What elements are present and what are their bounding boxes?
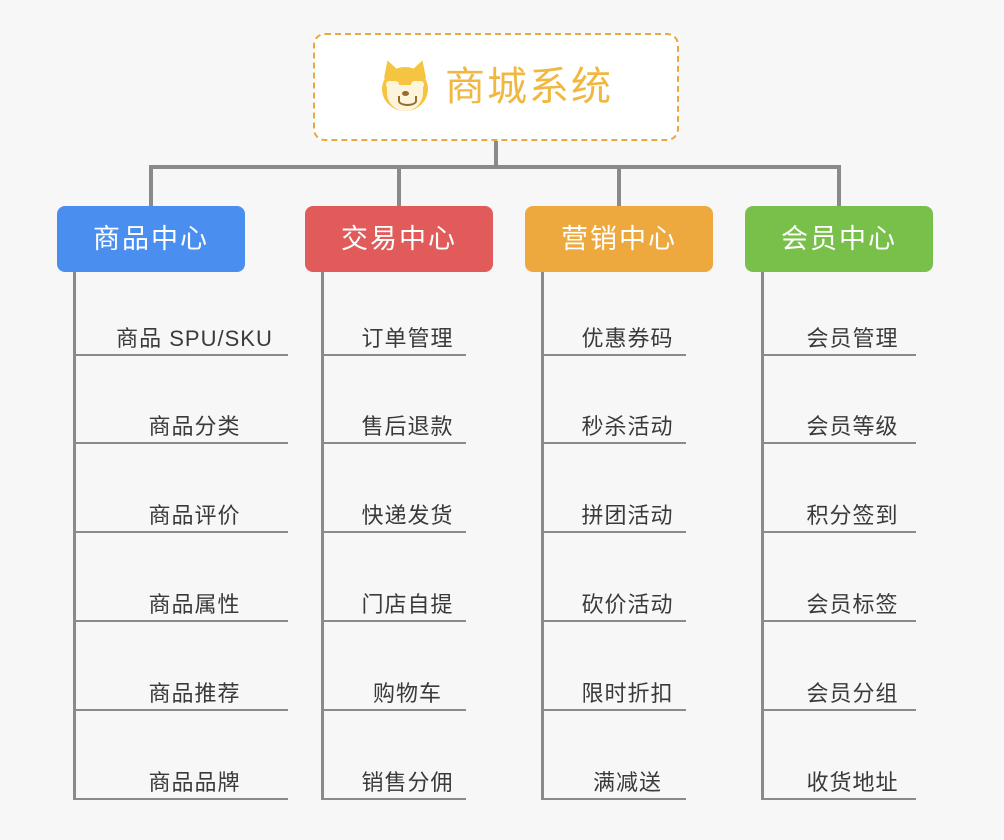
branch-item[interactable]: 收货地址 — [761, 756, 916, 800]
branch-item-label: 会员等级 — [806, 414, 899, 439]
branch-item[interactable]: 商品推荐 — [73, 667, 288, 711]
branch-item[interactable]: 积分签到 — [761, 489, 916, 533]
branch-item[interactable]: 售后退款 — [321, 400, 466, 444]
branch-item-label: 购物车 — [372, 681, 442, 706]
branch-item-label: 商品推荐 — [148, 681, 241, 706]
shiba-inu-dog-icon — [378, 57, 432, 113]
branch-item[interactable]: 秒杀活动 — [541, 400, 686, 444]
branch-item-label: 优惠券码 — [581, 326, 674, 351]
branch-trunk-1 — [73, 272, 76, 800]
branch-header-label: 会员中心 — [781, 223, 897, 254]
branch-item-label: 售后退款 — [361, 414, 454, 439]
root-node[interactable]: 商城系统 — [313, 33, 679, 141]
connector-root-stem — [494, 141, 498, 168]
branch-item[interactable]: 快递发货 — [321, 489, 466, 533]
branch-item-label: 商品分类 — [148, 414, 241, 439]
branch-item[interactable]: 会员分组 — [761, 667, 916, 711]
branch-item[interactable]: 商品品牌 — [73, 756, 288, 800]
branch-header-1[interactable]: 商品中心 — [57, 206, 245, 272]
branch-item-label: 满减送 — [592, 770, 662, 795]
branch-item-label: 砍价活动 — [581, 592, 674, 617]
branch-item[interactable]: 商品分类 — [73, 400, 288, 444]
connector-drop-2 — [397, 165, 401, 207]
branch-item-label: 会员标签 — [806, 592, 899, 617]
branch-item-label: 会员分组 — [806, 681, 899, 706]
branch-item[interactable]: 会员标签 — [761, 578, 916, 622]
branch-trunk-2 — [321, 272, 324, 800]
connector-drop-1 — [149, 165, 153, 207]
branch-item[interactable]: 销售分佣 — [321, 756, 466, 800]
branch-item[interactable]: 商品属性 — [73, 578, 288, 622]
branch-item-label: 快递发货 — [361, 503, 454, 528]
connector-drop-4 — [837, 165, 841, 207]
branch-item[interactable]: 砍价活动 — [541, 578, 686, 622]
branch-header-2[interactable]: 交易中心 — [305, 206, 493, 272]
branch-item[interactable]: 满减送 — [541, 756, 686, 800]
branch-item[interactable]: 拼团活动 — [541, 489, 686, 533]
connector-horizontal-bus — [149, 165, 841, 169]
branch-item-label: 门店自提 — [361, 592, 454, 617]
branch-item[interactable]: 会员管理 — [761, 312, 916, 356]
branch-item[interactable]: 会员等级 — [761, 400, 916, 444]
branch-item-label: 收货地址 — [806, 770, 899, 795]
branch-item[interactable]: 优惠券码 — [541, 312, 686, 356]
branch-item-label: 拼团活动 — [581, 503, 674, 528]
branch-header-label: 商品中心 — [93, 223, 209, 254]
branch-item-label: 订单管理 — [361, 326, 454, 351]
branch-item-label: 商品评价 — [148, 503, 241, 528]
branch-item[interactable]: 商品评价 — [73, 489, 288, 533]
branch-item[interactable]: 商品 SPU/SKU — [73, 312, 288, 356]
branch-trunk-4 — [761, 272, 764, 800]
branch-item-label: 限时折扣 — [581, 681, 674, 706]
connector-drop-3 — [617, 165, 621, 207]
branch-item[interactable]: 限时折扣 — [541, 667, 686, 711]
branch-item-label: 商品属性 — [148, 592, 241, 617]
branch-header-label: 交易中心 — [341, 223, 457, 254]
branch-item[interactable]: 订单管理 — [321, 312, 466, 356]
branch-header-4[interactable]: 会员中心 — [745, 206, 933, 272]
branch-item-label: 商品品牌 — [148, 770, 241, 795]
root-node-label: 商城系统 — [445, 65, 613, 109]
branch-item[interactable]: 门店自提 — [321, 578, 466, 622]
branch-header-3[interactable]: 营销中心 — [525, 206, 713, 272]
branch-item-label: 秒杀活动 — [581, 414, 674, 439]
branch-item-label: 会员管理 — [806, 326, 899, 351]
branch-header-label: 营销中心 — [561, 223, 677, 254]
branch-item-label: 商品 SPU/SKU — [116, 326, 273, 351]
branch-trunk-3 — [541, 272, 544, 800]
branch-item[interactable]: 购物车 — [321, 667, 466, 711]
branch-item-label: 积分签到 — [806, 503, 899, 528]
branch-item-label: 销售分佣 — [361, 770, 454, 795]
